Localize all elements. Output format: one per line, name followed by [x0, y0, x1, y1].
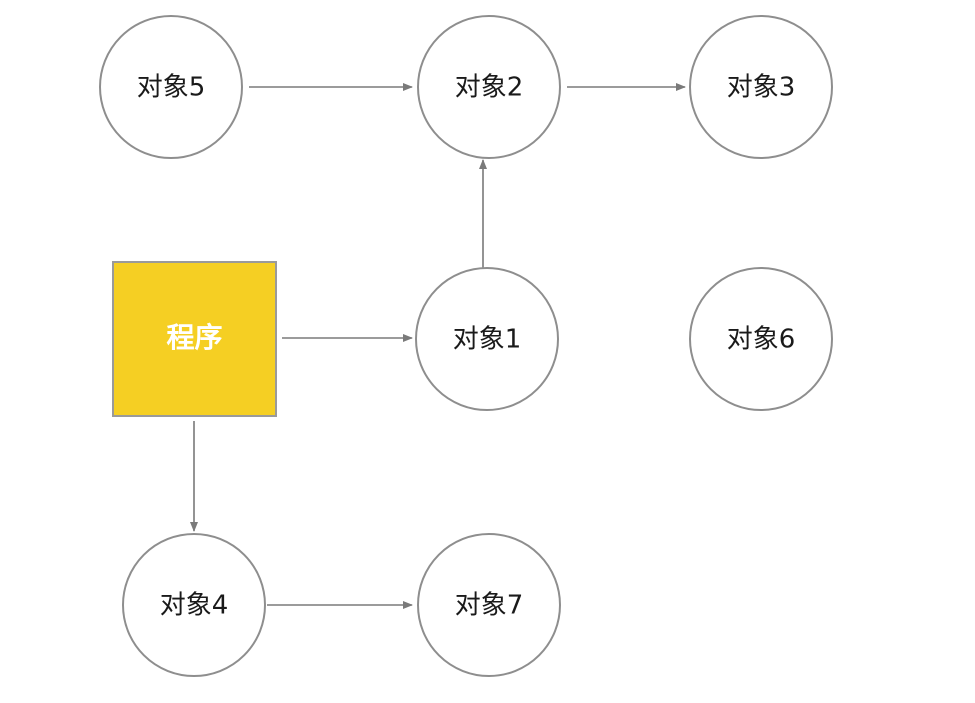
- object-node-1: 对象1: [415, 267, 559, 411]
- object-node-6-label: 对象6: [727, 325, 796, 355]
- object-node-7-label: 对象7: [455, 591, 524, 621]
- object-node-3-label: 对象3: [727, 73, 796, 103]
- object-node-2-label: 对象2: [455, 73, 524, 103]
- root-program-node: 程序: [112, 261, 277, 417]
- object-node-2: 对象2: [417, 15, 561, 159]
- object-node-6: 对象6: [689, 267, 833, 411]
- edges: [190, 83, 686, 609]
- object-node-5: 对象5: [99, 15, 243, 159]
- root-program-box: [112, 261, 277, 417]
- object-node-7: 对象7: [417, 533, 561, 677]
- object-node-4-label: 对象4: [160, 591, 229, 621]
- object-node-3: 对象3: [689, 15, 833, 159]
- object-node-4: 对象4: [122, 533, 266, 677]
- object-node-1-label: 对象1: [453, 325, 522, 355]
- root-program-label: 程序: [166, 321, 222, 354]
- object-node-5-label: 对象5: [137, 73, 206, 103]
